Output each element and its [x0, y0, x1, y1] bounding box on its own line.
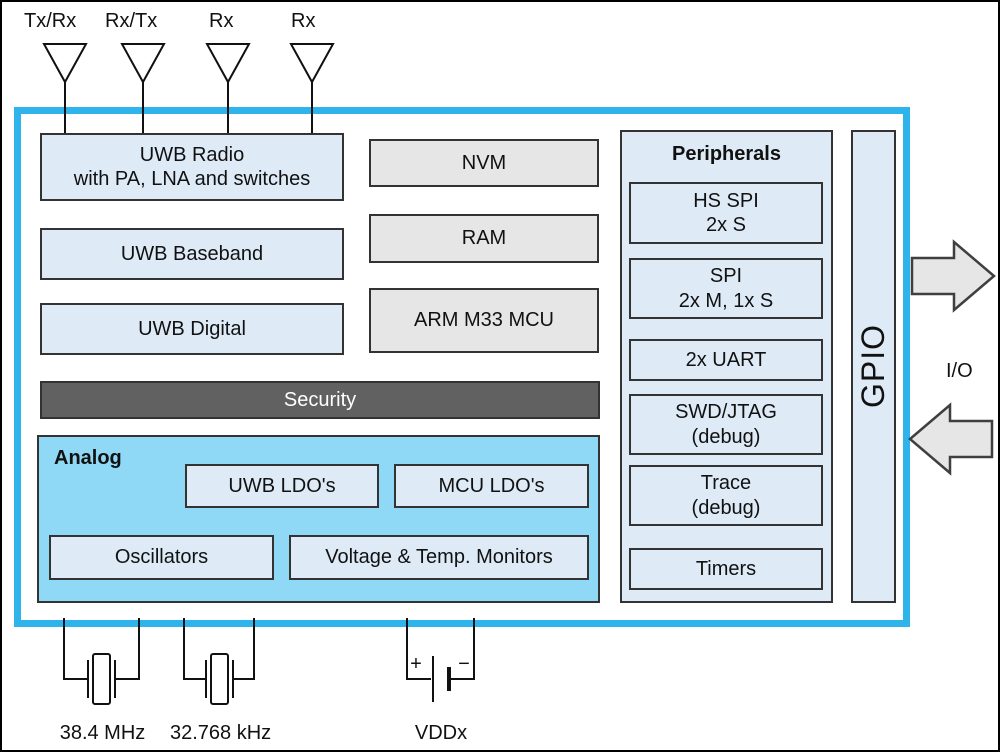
antenna-label-3: Rx — [209, 10, 234, 32]
block-arm-m33-mcu: ARM M33 MCU — [369, 288, 599, 353]
battery-icon: + − — [406, 618, 475, 702]
block-mcu-ldos: MCU LDO's — [394, 464, 589, 508]
block-label: Trace — [700, 472, 752, 495]
block-ram: RAM — [369, 214, 599, 263]
block-security: Security — [40, 381, 600, 419]
block-label: Oscillators — [114, 546, 209, 569]
block-uwb-radio: UWB Radio with PA, LNA and switches — [40, 133, 344, 201]
block-trace: Trace (debug) — [629, 465, 823, 526]
peripherals-title: Peripherals — [672, 143, 781, 165]
block-label: UWB Radio — [139, 143, 245, 166]
battery-plus-sign: + — [410, 653, 422, 675]
crystal-oscillator-icon — [183, 618, 255, 705]
gpio-label: GPIO — [854, 324, 891, 409]
antenna-label-1: Tx/Rx — [24, 10, 77, 32]
block-label: UWB Baseband — [120, 242, 264, 265]
block-uwb-digital: UWB Digital — [40, 303, 344, 355]
block-label: Security — [283, 388, 357, 411]
block-label: UWB Digital — [138, 317, 246, 340]
block-uart: 2x UART — [629, 339, 823, 381]
block-oscillators: Oscillators — [49, 535, 274, 580]
antenna-label-4: Rx — [291, 10, 316, 32]
io-in-arrow-icon — [908, 402, 994, 476]
block-timers: Timers — [629, 548, 823, 590]
block-label: 2x M, 1x S — [678, 289, 774, 312]
block-label: with PA, LNA and switches — [73, 168, 311, 190]
io-label: I/O — [946, 360, 973, 382]
block-voltage-temp-monitors: Voltage & Temp. Monitors — [289, 535, 589, 580]
block-nvm: NVM — [369, 139, 599, 187]
block-label: SPI — [709, 265, 743, 288]
clock-label-32-768-khz: 32.768 kHz — [170, 722, 272, 744]
block-gpio: GPIO — [851, 130, 896, 603]
block-label: (debug) — [691, 496, 761, 519]
analog-title: Analog — [54, 447, 122, 469]
block-label: Voltage & Temp. Monitors — [325, 546, 553, 569]
block-label: UWB LDO's — [228, 474, 336, 497]
block-label: HS SPI — [693, 189, 759, 212]
crystal-oscillator-icon — [63, 618, 140, 705]
block-label: NVM — [461, 151, 507, 174]
power-label-vddx: VDDx — [414, 722, 468, 744]
block-hs-spi: HS SPI 2x S — [629, 182, 823, 244]
antenna-label-2: Rx/Tx — [105, 10, 158, 32]
block-label: 2x S — [705, 214, 747, 236]
block-label: ARM M33 MCU — [413, 309, 554, 332]
battery-minus-sign: − — [458, 653, 470, 675]
block-label: (debug) — [691, 425, 761, 448]
block-spi: SPI 2x M, 1x S — [629, 258, 823, 319]
block-swd-jtag: SWD/JTAG (debug) — [629, 394, 823, 455]
block-uwb-baseband: UWB Baseband — [40, 228, 344, 280]
block-label: Timers — [695, 557, 757, 580]
block-uwb-ldos: UWB LDO's — [185, 464, 379, 508]
block-label: 2x UART — [685, 348, 767, 371]
clock-label-38-4-mhz: 38.4 MHz — [59, 722, 146, 744]
block-label: SWD/JTAG — [675, 401, 777, 424]
block-label: RAM — [461, 227, 507, 250]
io-out-arrow-icon — [910, 239, 996, 313]
block-label: MCU LDO's — [438, 474, 545, 497]
